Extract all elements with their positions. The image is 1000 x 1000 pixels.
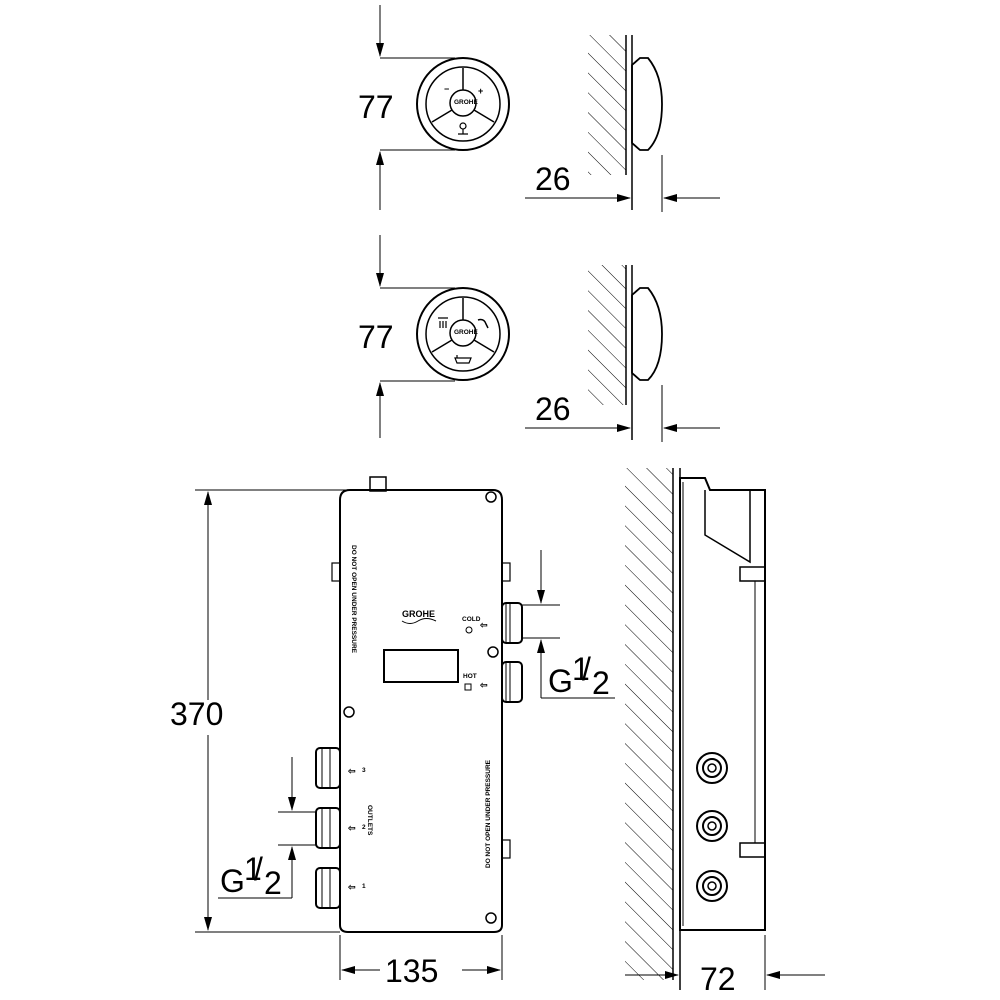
button-inner-ring xyxy=(425,296,501,372)
brand-text: GROHE xyxy=(402,609,435,619)
dimension-label-box-depth: 72 xyxy=(700,961,736,997)
dimension-label-top-diameter: 77 xyxy=(358,89,394,125)
minus-icon: − xyxy=(444,84,449,94)
inlet-thread-label: G 1 / 2 xyxy=(548,651,610,701)
hot-arrow-icon: ⇦ xyxy=(479,680,488,690)
hot-inlet-fitting xyxy=(501,661,523,703)
button-outer-ring xyxy=(416,287,510,381)
outlet-arrow-icon: ⇦ xyxy=(347,882,356,892)
button-brand-label: GROHE xyxy=(454,329,479,336)
outlet-thread-label: G 1 / 2 xyxy=(220,851,282,901)
display-window xyxy=(383,649,459,683)
top-connector xyxy=(369,476,387,492)
top-button-front-view: 77 − + GROHE xyxy=(358,5,510,210)
hand-shower-icon xyxy=(477,318,489,329)
plus-icon: + xyxy=(478,86,483,96)
outlet-port-icon xyxy=(696,810,728,842)
svg-text:/: / xyxy=(254,851,263,887)
button-side-profile xyxy=(631,57,663,151)
box-top-bracket xyxy=(704,490,751,564)
warning-text-bottom: DO NOT OPEN UNDER PRESSURE xyxy=(485,759,492,868)
hot-label: HOT xyxy=(463,673,477,680)
side-clip xyxy=(739,566,766,582)
svg-text:1: 1 xyxy=(572,651,590,687)
wall-hatch xyxy=(588,35,626,175)
control-box-front-view: 370 GROHE DO NOT OPEN UNDER PRESSURE DO … xyxy=(170,476,615,989)
segment-divider xyxy=(431,339,453,353)
shower-head-icon xyxy=(438,317,448,328)
outlets-label: OUTLETS xyxy=(366,805,373,836)
button-brand-label: GROHE xyxy=(454,99,479,106)
dimension-label-mid-depth: 26 xyxy=(535,391,571,427)
side-clip xyxy=(739,842,766,858)
outlet-number-3: 3 xyxy=(362,767,366,774)
cold-inlet-fitting xyxy=(501,602,523,644)
dimension-label-top-depth: 26 xyxy=(535,161,571,197)
mounting-hole xyxy=(343,706,355,718)
dimension-label-mid-diameter: 77 xyxy=(358,319,394,355)
control-box-side-view: 72 xyxy=(625,468,825,997)
wall-hatch xyxy=(625,468,673,980)
middle-button-front-view: 77 GROHE xyxy=(358,235,510,438)
segment-divider xyxy=(473,339,495,353)
hot-symbol-icon xyxy=(464,683,472,691)
outlet-arrow-icon: ⇦ xyxy=(347,823,356,833)
outlet-port-icon xyxy=(696,752,728,784)
cold-arrow-icon: ⇦ xyxy=(479,620,488,630)
button-outer-ring xyxy=(416,57,510,151)
svg-text:/: / xyxy=(582,651,591,687)
outlet-fitting-1 xyxy=(315,867,341,909)
outlet-fitting-2 xyxy=(315,807,341,849)
svg-text:G: G xyxy=(220,863,245,899)
button-side-profile xyxy=(631,287,663,381)
svg-text:2: 2 xyxy=(592,665,610,701)
mounting-hole xyxy=(485,912,497,924)
dimension-label-box-width: 135 xyxy=(385,953,438,989)
warning-text-top: DO NOT OPEN UNDER PRESSURE xyxy=(350,545,357,654)
outlet-arrow-icon: ⇦ xyxy=(347,766,356,776)
svg-text:1: 1 xyxy=(244,851,262,887)
screw-icon xyxy=(487,646,499,658)
dimension-label-box-height: 370 xyxy=(170,696,223,732)
outlet-port-icon xyxy=(696,870,728,902)
control-box-outline xyxy=(339,489,503,933)
svg-text:2: 2 xyxy=(264,865,282,901)
brand-logo: GROHE xyxy=(401,609,437,624)
segment-divider xyxy=(473,109,495,123)
box-side-outline xyxy=(679,477,766,931)
bathtub-icon xyxy=(454,355,472,364)
outlet-number-2: 2 xyxy=(362,824,366,831)
cold-symbol-icon xyxy=(465,626,473,634)
outlet-number-1: 1 xyxy=(362,883,366,890)
side-clip xyxy=(501,839,511,859)
top-button-side-view: 26 xyxy=(525,35,720,212)
button-inner-ring xyxy=(425,66,501,142)
mounting-hole xyxy=(485,491,497,503)
user-icon xyxy=(458,122,468,135)
cold-label: COLD xyxy=(462,616,481,623)
side-clip xyxy=(331,562,341,582)
side-clip xyxy=(501,562,511,582)
outlet-fitting-3 xyxy=(315,747,341,789)
segment-divider xyxy=(431,109,453,123)
middle-button-side-view: 26 xyxy=(525,265,720,442)
svg-text:G: G xyxy=(548,663,573,699)
wall-hatch xyxy=(588,265,626,405)
